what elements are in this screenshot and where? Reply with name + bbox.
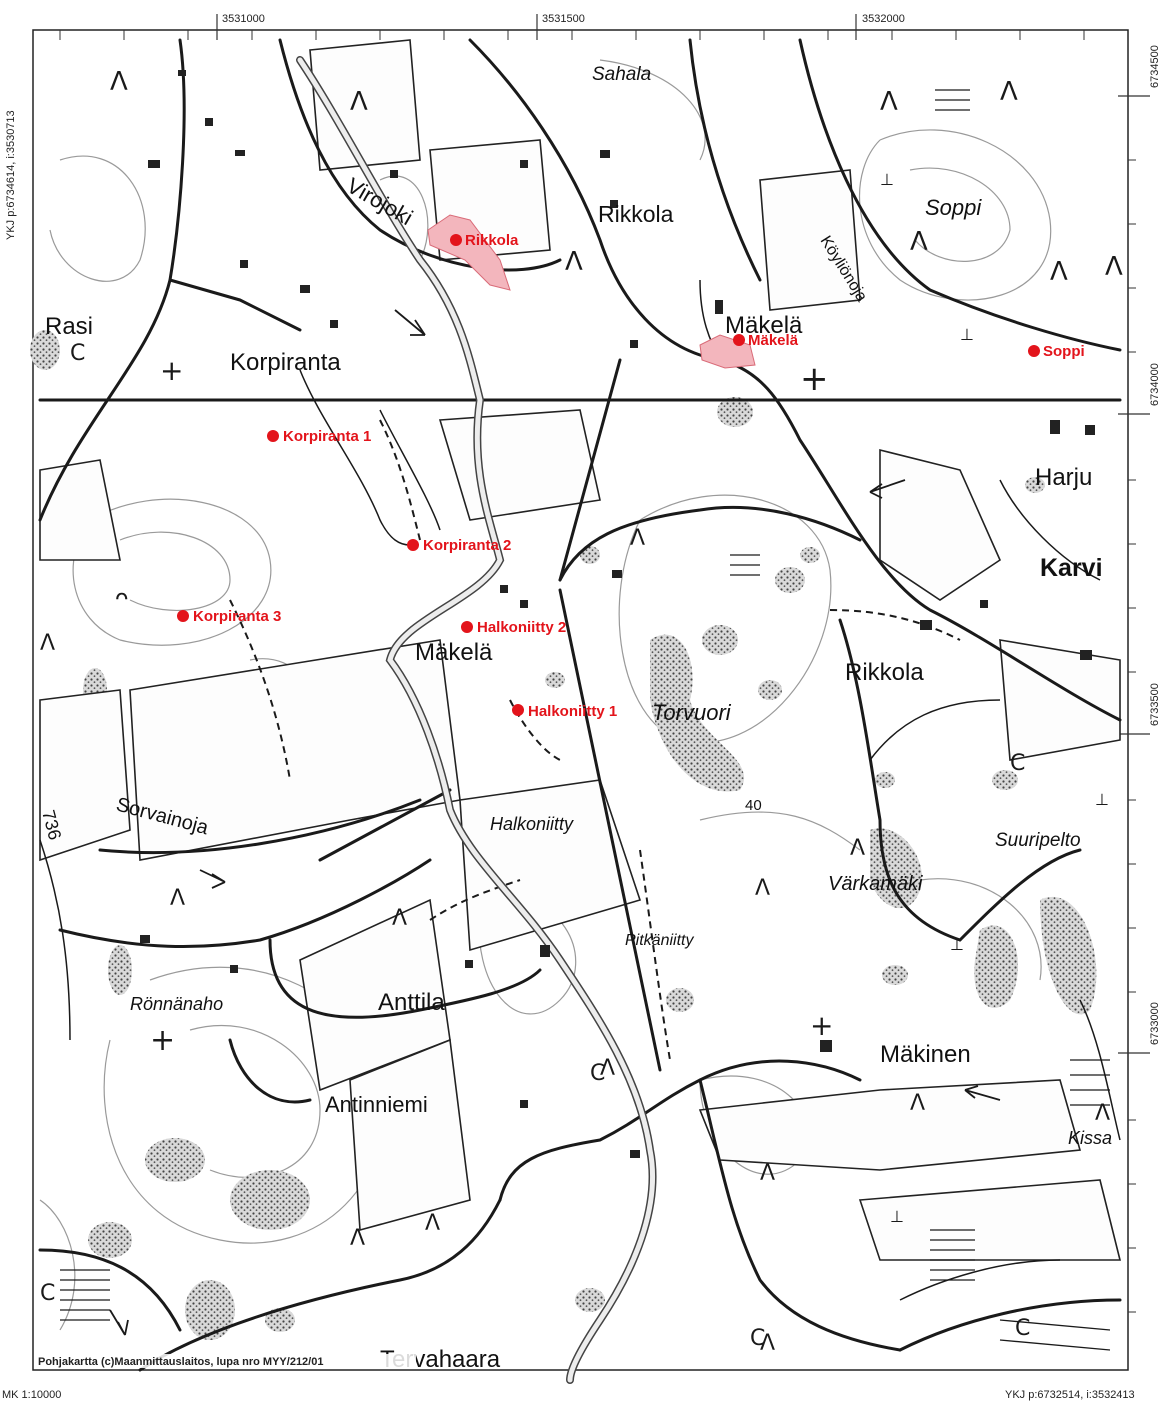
marker-korpiranta-3-label: Korpiranta 3 (193, 608, 281, 625)
boulder-symbol: Λ (600, 1056, 615, 1081)
boulder-symbol: C (750, 1326, 765, 1351)
marker-rikkola-label: Rikkola (465, 232, 519, 249)
boulder-symbol: Λ (565, 247, 583, 277)
boulder-symbol: Λ (910, 1091, 925, 1116)
place-anttila: Anttila (378, 989, 445, 1016)
marker-halkoniitty-1-dot[interactable] (512, 704, 524, 716)
boulder-symbol: Λ (392, 906, 407, 931)
marker-rikkola-dot[interactable] (450, 234, 462, 246)
marker-soppi-label: Soppi (1043, 343, 1085, 360)
depression-symbol: ⊥ (950, 935, 964, 954)
place-torvuori: Torvuori (652, 700, 732, 725)
marker-makela-label: Mäkelä (748, 332, 799, 349)
marker-korpiranta-1-dot[interactable] (267, 430, 279, 442)
depression-symbol: ⊥ (880, 170, 894, 189)
place-makela-mid: Mäkelä (415, 639, 493, 666)
boulder-symbol: Λ (1000, 77, 1018, 107)
boulder-symbol: Λ (910, 227, 928, 257)
marker-halkoniitty-2-label: Halkoniitty 2 (477, 619, 566, 636)
boulder-symbol: C (590, 1061, 605, 1086)
river-virojoki (39, 56, 1121, 1384)
place-harju: Harju (1035, 464, 1092, 491)
boulder-symbol: Λ (350, 1226, 365, 1251)
coord-top-tick-2: 3531500 (542, 13, 585, 25)
map-credit: Pohjakartta (c)Maanmittauslaitos, lupa n… (38, 1356, 323, 1368)
hatched-areas (60, 89, 1111, 1351)
place-halkoniitty: Halkoniitty (490, 814, 574, 834)
terrain-symbols: Λ Λ Λ Λ Λ Λ Λ Λ Λ Λ Λ Λ Λ Λ Λ Λ Λ Λ Λ Λ … (40, 67, 1123, 1356)
coord-right-tick-3: 6733500 (1149, 683, 1161, 726)
boulder-symbol: C (1015, 1316, 1030, 1341)
roads (38, 38, 1122, 1372)
marker-halkoniitty-1-label: Halkoniitty 1 (528, 703, 617, 720)
place-varkamaki: Värkamäki (828, 873, 923, 895)
coord-right-tick-1: 6734500 (1149, 45, 1161, 88)
boulder-symbol: C (1010, 751, 1025, 776)
boulder-symbol: Λ (1095, 1101, 1110, 1126)
field-boundaries (39, 39, 1122, 1261)
boulder-symbol: Λ (1105, 252, 1123, 282)
place-sahala: Sahala (592, 64, 651, 85)
place-soppi: Soppi (925, 195, 982, 220)
cross-symbol: + (800, 359, 829, 399)
contour-lines (39, 59, 1052, 1331)
marker-korpiranta-2-dot[interactable] (407, 539, 419, 551)
boulder-symbol: Λ (350, 87, 368, 117)
trails (229, 279, 1101, 1301)
markers: Rikkola Mäkelä Soppi Korpiranta 1 Korpir… (177, 232, 1085, 720)
depression-symbol: ⊥ (1095, 790, 1109, 809)
marker-soppi-dot[interactable] (1028, 345, 1040, 357)
boulder-symbol: Λ (850, 836, 865, 861)
depression-symbol: ⊥ (890, 1207, 904, 1226)
place-kissa: Kissa (1068, 1128, 1112, 1148)
peak-symbol: ᴖ (115, 586, 128, 611)
boulder-symbol: Λ (755, 876, 770, 901)
coord-right-tick-4: 6733000 (1149, 1002, 1161, 1045)
place-makinen: Mäkinen (880, 1041, 971, 1068)
boulder-symbol: Λ (760, 1161, 775, 1186)
boulder-symbol: Λ (880, 87, 898, 117)
scale-label: MK 1:10000 (2, 1389, 61, 1401)
marker-korpiranta-3-dot[interactable] (177, 610, 189, 622)
boulder-symbol: Λ (170, 886, 185, 911)
place-suuripelto: Suuripelto (995, 830, 1081, 851)
buildings (140, 70, 1095, 1158)
boulder-symbol: Λ (1050, 257, 1068, 287)
place-rikkola-north: Rikkola (598, 201, 674, 227)
cross-symbol: + (810, 1009, 833, 1042)
boulder-symbol: C (40, 1281, 55, 1306)
place-rasi: Rasi (45, 313, 93, 340)
frame-ticks (59, 14, 1150, 1313)
flow-arrows (109, 309, 1001, 1336)
place-ronnanaho: Rönnänaho (130, 994, 223, 1014)
coord-top-left: YKJ p:6734614, i:3530713 (5, 110, 17, 240)
place-makela-north: Mäkelä (725, 312, 803, 339)
marker-korpiranta-1-label: Korpiranta 1 (283, 428, 371, 445)
place-rikkola-mid: Rikkola (845, 659, 924, 686)
coord-bottom-right: YKJ p:6732514, i:3532413 (1005, 1389, 1135, 1401)
boulder-symbol: Λ (40, 631, 55, 656)
cross-symbol: + (160, 354, 183, 387)
contour-label-40: 40 (745, 797, 762, 814)
boulder-symbol: C (70, 341, 85, 366)
boulder-symbol: Λ (425, 1211, 440, 1236)
marker-korpiranta-2-label: Korpiranta 2 (423, 537, 511, 554)
coord-right-tick-2: 6734000 (1149, 363, 1161, 406)
marker-makela-dot[interactable] (733, 334, 745, 346)
cross-symbol: + (150, 1023, 175, 1058)
coord-top-tick-3: 3532000 (862, 13, 905, 25)
place-karvi: Karvi (1040, 554, 1103, 582)
boulder-symbol: Λ (630, 526, 645, 551)
place-pitkaniitty: Pitkäniitty (625, 932, 694, 949)
place-korpiranta: Korpiranta (230, 349, 341, 376)
depression-symbol: ⊥ (960, 325, 974, 344)
marker-halkoniitty-2-dot[interactable] (461, 621, 473, 633)
boulder-symbol: Λ (110, 67, 128, 97)
coord-top-tick-1: 3531000 (222, 13, 265, 25)
boulder-symbol: Λ (760, 1331, 775, 1356)
place-antinniemi: Antinniemi (325, 1092, 428, 1117)
